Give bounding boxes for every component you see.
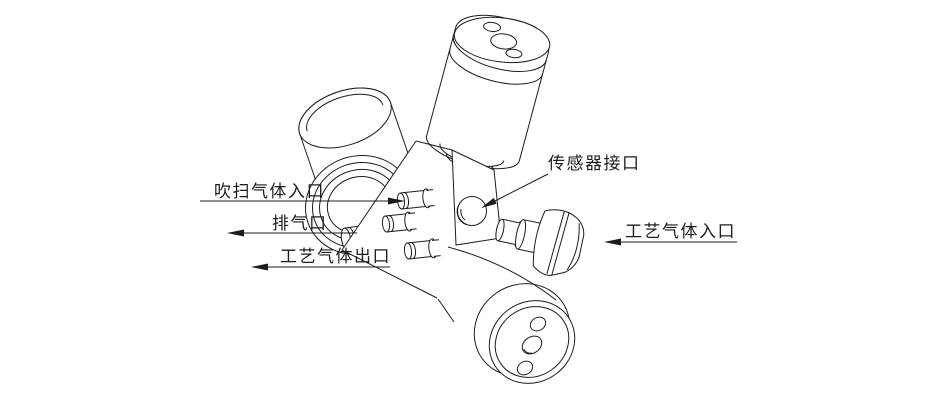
actuator-top-hole-center — [490, 33, 518, 50]
arrow-left-icon — [251, 263, 268, 271]
top-actuator-cylinder — [425, 14, 551, 171]
label-process-gas-inlet: 工艺气体入口 — [625, 222, 736, 241]
actuator-top-hole-left — [483, 21, 502, 33]
leader-process-gas-inlet — [604, 238, 737, 246]
arrow-left-icon — [604, 238, 621, 246]
purge-inlet-port — [396, 188, 435, 210]
sensor-face — [451, 149, 502, 246]
bottom-face-hole-lower — [516, 360, 534, 376]
actuator-top-hole-right — [505, 48, 523, 59]
exhaust-port — [381, 211, 417, 233]
label-process-gas-outlet: 工艺气体出口 — [280, 247, 391, 266]
bottom-cylinder — [437, 246, 576, 384]
leader-purge-gas-inlet — [200, 197, 405, 205]
bottom-face-hole-upper — [529, 316, 547, 332]
label-purge-gas-inlet: 吹扫气体入口 — [214, 182, 325, 201]
arrow-right-icon — [388, 197, 405, 205]
arrow-diagonal-icon — [481, 197, 497, 208]
process-inlet-fitting — [495, 209, 585, 277]
leader-sensor-port — [481, 173, 549, 208]
leader-process-gas-outlet — [251, 263, 390, 271]
process-outlet-port — [403, 238, 441, 260]
arrow-left-icon — [227, 229, 244, 237]
label-exhaust-port: 排气口 — [272, 214, 328, 233]
label-sensor-port: 传感器接口 — [548, 154, 641, 173]
bottom-face-hole-center — [521, 335, 543, 355]
sensor-port-hole — [457, 196, 487, 226]
leader-exhaust-port — [227, 229, 357, 237]
hex-nut — [532, 209, 585, 277]
